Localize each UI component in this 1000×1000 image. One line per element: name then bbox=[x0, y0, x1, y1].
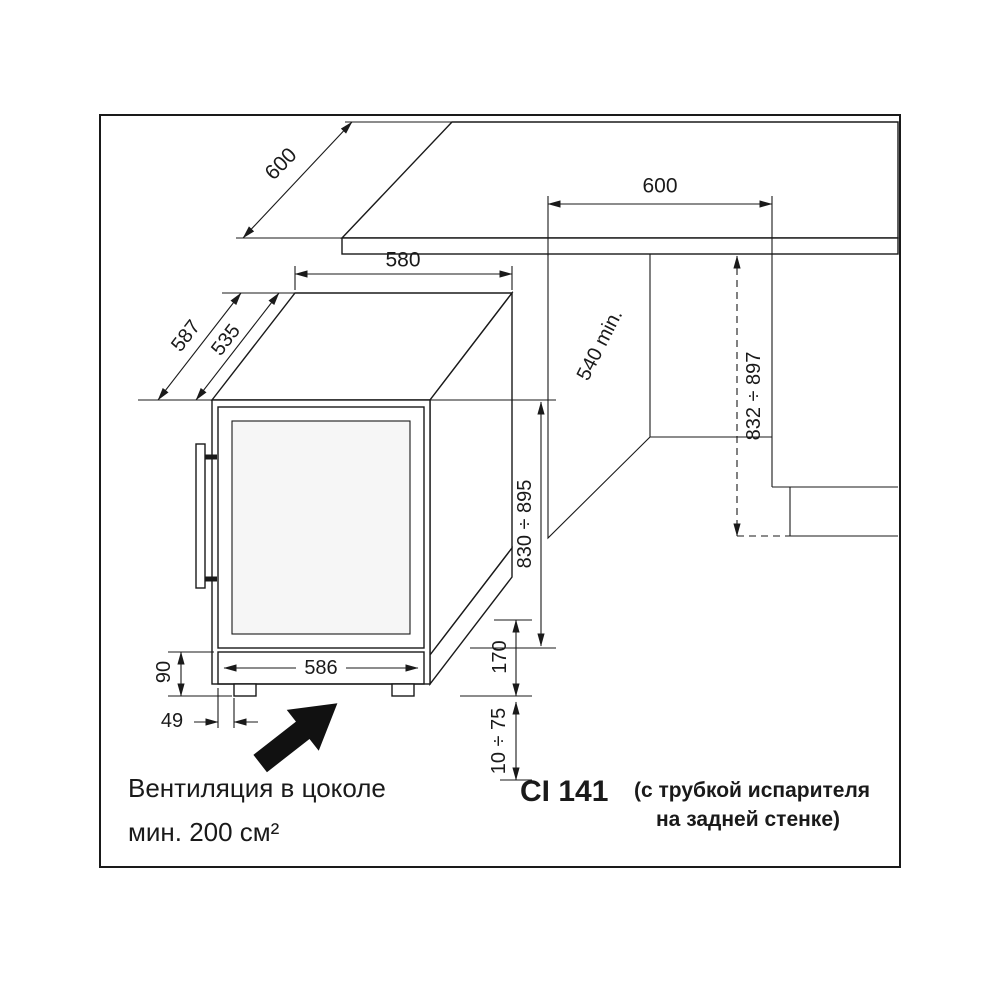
dim-label-niche-depth: 540 min. bbox=[573, 306, 627, 384]
dim-label-depth-total: 587 bbox=[167, 316, 205, 356]
countertop bbox=[340, 121, 899, 255]
dim-niche-width: 600 bbox=[547, 175, 773, 256]
door-handle bbox=[195, 443, 206, 589]
dim-plinth-width: 586 bbox=[223, 657, 419, 679]
dim-label-foot-setback: 49 bbox=[161, 710, 183, 732]
page-border bbox=[99, 114, 901, 868]
model-name: CI 141 bbox=[520, 775, 608, 808]
door-glass bbox=[231, 420, 411, 635]
dim-unit-height: 830 ÷ 895 bbox=[430, 399, 556, 649]
dim-label-counter-depth: 600 bbox=[261, 143, 302, 184]
countertop-front-edge bbox=[341, 237, 899, 255]
dim-top-width: 580 bbox=[294, 249, 513, 290]
door-frame bbox=[217, 406, 425, 649]
foot-left bbox=[233, 683, 257, 697]
dim-label-rear-zone: 170 bbox=[489, 640, 511, 673]
dim-label-niche-height: 832 ÷ 897 bbox=[743, 352, 765, 441]
dimension-line bbox=[195, 292, 280, 401]
niche-side-panel bbox=[547, 253, 651, 540]
model-note-line2: на задней стенке) bbox=[656, 808, 840, 831]
label-backplate bbox=[296, 657, 346, 679]
corner-cabinet bbox=[771, 254, 898, 537]
dim-label-niche-width: 600 bbox=[642, 175, 677, 198]
dimension-line bbox=[242, 121, 353, 239]
dim-leveling-range: 10 ÷ 75 bbox=[488, 701, 532, 781]
dim-niche-height: 832 ÷ 897 bbox=[733, 255, 790, 537]
dim-label-plinth-width: 586 bbox=[304, 657, 337, 679]
model-note-line1: (с трубкой испарителя bbox=[634, 779, 870, 802]
plinth-front bbox=[217, 651, 425, 685]
dim-label-plinth-height: 90 bbox=[153, 661, 175, 683]
dim-rear-zone: 170 bbox=[460, 619, 532, 697]
ventilation-note-line2: мин. 200 см² bbox=[128, 817, 280, 847]
wine-cooler bbox=[195, 290, 514, 697]
dim-label-unit-height: 830 ÷ 895 bbox=[514, 480, 536, 569]
countertop-top-face bbox=[340, 121, 899, 239]
ventilation-note-line1: Вентиляция в цоколе bbox=[128, 773, 386, 803]
dim-label-leveling-range: 10 ÷ 75 bbox=[488, 708, 510, 775]
dim-foot-setback: 49 bbox=[161, 688, 258, 732]
foot-right bbox=[391, 683, 415, 697]
dim-plinth-height: 90 bbox=[153, 651, 232, 697]
ventilation-arrow-icon bbox=[253, 703, 338, 773]
dim-label-top-width: 580 bbox=[385, 249, 420, 272]
dim-label-depth-body: 535 bbox=[207, 320, 245, 360]
